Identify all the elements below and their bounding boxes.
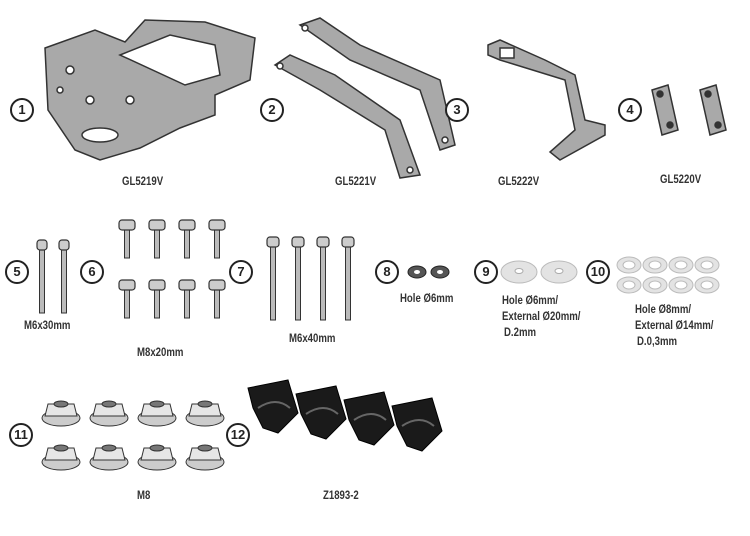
bolt-m8x20-head <box>148 279 166 291</box>
callout-6: 6 <box>80 260 104 284</box>
label-washer-10-line3: D.0,3mm <box>637 334 678 348</box>
nut-hole <box>53 444 69 452</box>
label-washer-10-line2: External Ø14mm/ <box>635 318 714 332</box>
flat-washer-hole <box>700 280 714 290</box>
nut-hole <box>149 400 165 408</box>
rubber-spacer <box>391 397 443 452</box>
bolt-m8x20-head <box>148 219 166 231</box>
flat-washer-hole <box>674 280 688 290</box>
rubber-spacer-curve <box>353 413 387 421</box>
flat-washer-hole <box>514 268 524 274</box>
bolt-m6x30-shank <box>39 247 45 314</box>
callout-12: 12 <box>226 423 250 447</box>
callout-11: 11 <box>9 423 33 447</box>
bolt-m8x20-head <box>178 219 196 231</box>
label-m8x20: M8x20mm <box>137 345 184 359</box>
bolt-m8x20-shank <box>124 287 130 319</box>
bolt-m6x40-head <box>316 236 330 248</box>
nut-hole <box>149 444 165 452</box>
bolt-m6x40-shank <box>295 244 301 321</box>
bolt-m6x30-shank <box>61 247 67 314</box>
label-hole-6: Hole Ø6mm <box>400 291 454 305</box>
flat-washer-hole <box>648 260 662 270</box>
bolt-m8x20-head <box>208 219 226 231</box>
bolt-m8x20-head <box>208 279 226 291</box>
bolt-m8x20-shank <box>154 287 160 319</box>
callout-8: 8 <box>375 260 399 284</box>
label-gl5220v: GL5220V <box>660 172 702 186</box>
callout-7: 7 <box>229 260 253 284</box>
callout-5: 5 <box>5 260 29 284</box>
flat-washer-hole <box>554 268 564 274</box>
nut-hole <box>101 400 117 408</box>
bolt-m6x40-head <box>341 236 355 248</box>
label-gl5222v: GL5222V <box>498 174 540 188</box>
label-gl5219v: GL5219V <box>122 174 164 188</box>
bolt-m8x20-shank <box>214 287 220 319</box>
rubber-spacer <box>295 385 347 440</box>
bolt-m6x40-head <box>266 236 280 248</box>
arms-gl5221v <box>273 17 456 179</box>
bracket-gl5222v <box>487 39 606 161</box>
flat-washer-hole <box>622 280 636 290</box>
bolt-m8x20-head <box>118 219 136 231</box>
bolt-m8x20-shank <box>214 227 220 259</box>
label-m8-nut: M8 <box>137 488 151 502</box>
bolt-m8x20-head <box>118 279 136 291</box>
callout-3: 3 <box>445 98 469 122</box>
callout-10: 10 <box>586 260 610 284</box>
label-washer-9-line1: Hole Ø6mm/ <box>502 293 559 307</box>
nut-hole <box>197 444 213 452</box>
nut-hole <box>53 400 69 408</box>
nut-hole <box>101 444 117 452</box>
callout-2: 2 <box>260 98 284 122</box>
label-washer-9-line2: External Ø20mm/ <box>502 309 581 323</box>
label-m6x30: M6x30mm <box>24 318 71 332</box>
bolt-m8x20-shank <box>184 287 190 319</box>
flat-washer-hole <box>622 260 636 270</box>
callout-4: 4 <box>618 98 642 122</box>
bolt-m8x20-shank <box>154 227 160 259</box>
rubber-spacer <box>343 391 395 446</box>
rubber-spacer-curve <box>257 401 291 409</box>
callout-9: 9 <box>474 260 498 284</box>
nut-hole <box>197 400 213 408</box>
clamps-gl5220v <box>651 84 727 136</box>
lock-washer-hole <box>437 270 443 274</box>
lock-washer-hole <box>414 270 420 274</box>
bolt-m8x20-shank <box>124 227 130 259</box>
bolt-m6x40-shank <box>345 244 351 321</box>
bolt-m6x40-shank <box>320 244 326 321</box>
rubber-spacer-curve <box>305 407 339 415</box>
callout-1: 1 <box>10 98 34 122</box>
label-gl5221v: GL5221V <box>335 174 377 188</box>
bolt-m6x30-head <box>36 239 48 251</box>
bolt-m8x20-shank <box>184 227 190 259</box>
bolt-m6x40-shank <box>270 244 276 321</box>
flat-washer-hole <box>648 280 662 290</box>
label-washer-9-line3: D.2mm <box>504 325 537 339</box>
base-plate-gl5219v <box>44 19 256 161</box>
rubber-spacer <box>247 379 299 434</box>
flat-washer-hole <box>674 260 688 270</box>
label-m6x40: M6x40mm <box>289 331 336 345</box>
bolt-m6x40-head <box>291 236 305 248</box>
rubber-spacer-curve <box>401 419 435 427</box>
flat-washer-hole <box>700 260 714 270</box>
label-z1893-2: Z1893-2 <box>323 488 359 502</box>
bolt-m8x20-head <box>178 279 196 291</box>
label-washer-10-line1: Hole Ø8mm/ <box>635 302 692 316</box>
bolt-m6x30-head <box>58 239 70 251</box>
